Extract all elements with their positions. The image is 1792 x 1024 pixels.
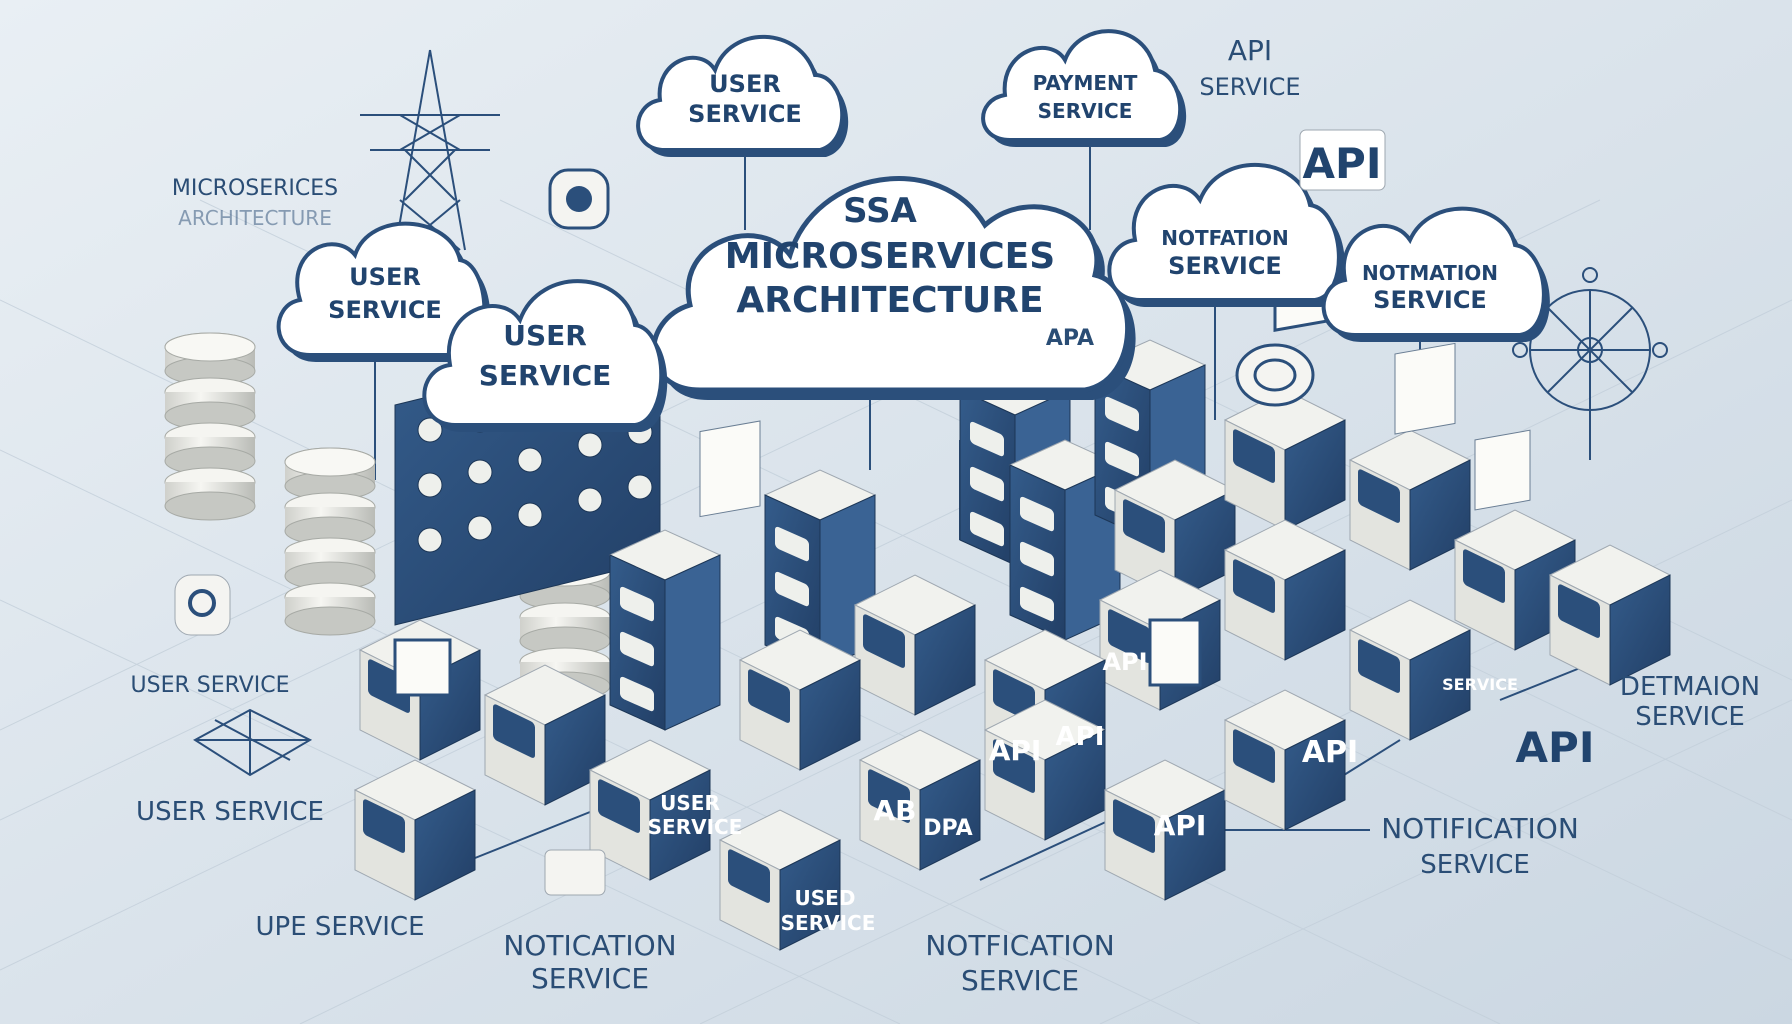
notification-label-a-line2: SERVICE [531, 962, 649, 995]
api-service-label-line1: API [1228, 34, 1272, 67]
box-label-api: API [1056, 722, 1105, 752]
box-label-api: API [1102, 648, 1147, 676]
service-box [1549, 544, 1671, 686]
user-service-label-b: USER SERVICE [136, 797, 324, 827]
microservices-label-line2: ARCHITECTURE [178, 206, 332, 230]
detmaion-label-line2: SERVICE [1635, 702, 1745, 732]
service-box [739, 629, 861, 771]
detmaion-label-line1: DETMAION [1620, 672, 1760, 702]
service-box [354, 759, 476, 901]
box-label-api: API [1154, 809, 1207, 842]
box-label-service: SERVICE [1442, 675, 1518, 694]
lock-icon [548, 168, 610, 230]
user-service-label-a: USER SERVICE [131, 673, 290, 698]
cloud-label-line2: SERVICE [1373, 286, 1487, 314]
cloud-user-service-left: USER SERVICE [276, 221, 491, 362]
server-tower-5 [609, 529, 721, 731]
notification-label-c-line1: NOTIFICATION [1381, 812, 1579, 845]
main-title-line3: ARCHITECTURE [736, 280, 1043, 321]
box-label-used-service-line2: SERVICE [781, 911, 876, 935]
network-node-icon [193, 708, 313, 777]
cloud-label-line1: USER [349, 263, 421, 291]
cloud-label-line2: SERVICE [328, 296, 442, 324]
main-title-line2: MICROSERVICES [725, 236, 1055, 277]
envelope-icon [544, 849, 606, 896]
cloud-label-line1: NOTMATION [1362, 261, 1498, 285]
box-label-ab: AB [873, 794, 916, 827]
cloud-label-line1: USER [503, 319, 587, 352]
main-cloud: SSA MICROSERVICES ARCHITECTURE [651, 176, 1136, 400]
cloud-user-service-top: USER SERVICE [636, 34, 849, 158]
cloud-payment-service: PAYMENT SERVICE [981, 29, 1187, 147]
microservices-label-line1: MICROSERICES [172, 176, 338, 201]
cloud-user-service-middle: USER SERVICE [422, 279, 668, 432]
api-badge: API [1299, 129, 1386, 191]
cloud-notmation-service: NOTMATION SERVICE [1321, 206, 1550, 342]
cloud-notification-service: NOTFATION SERVICE [1107, 163, 1345, 307]
upe-service-label: UPE SERVICE [255, 912, 424, 942]
service-box [1224, 389, 1346, 531]
box-label-api: API [989, 734, 1042, 767]
notification-label-b-line1: NOTFICATION [925, 929, 1114, 962]
network-hub-icon [1512, 267, 1668, 460]
service-box [854, 574, 976, 716]
notification-label-c-line2: SERVICE [1420, 850, 1530, 880]
box-label-user-service-line2: SERVICE [648, 815, 743, 839]
target-icon [1235, 343, 1315, 407]
user-icon [174, 574, 231, 636]
cloud-label-line2: SERVICE [1038, 99, 1133, 123]
cloud-label-line1: PAYMENT [1033, 71, 1138, 95]
box-label-api: API [1302, 735, 1358, 770]
service-box [984, 699, 1106, 841]
cloud-label-line2: SERVICE [688, 100, 802, 128]
cloud-label-line2: SERVICE [1168, 252, 1282, 280]
notification-label-b-line2: SERVICE [961, 964, 1079, 997]
service-box [484, 664, 606, 806]
main-title-line1: SSA [843, 191, 917, 231]
database-stack-left [164, 332, 256, 521]
api-label-right: API [1516, 723, 1595, 772]
api-badge-label: API [1303, 139, 1382, 188]
cloud-label-line2: SERVICE [479, 359, 612, 392]
notification-label-a-line1: NOTICATION [503, 929, 676, 962]
cloud-label-line1: NOTFATION [1161, 226, 1289, 250]
apa-label: APA [1046, 326, 1094, 351]
api-service-label-line2: SERVICE [1199, 73, 1300, 101]
service-box [1349, 429, 1471, 571]
box-label-user-service-line1: USER [660, 791, 720, 815]
service-box [1224, 519, 1346, 661]
box-label-dpa: DPA [923, 816, 972, 841]
cloud-label-line1: USER [709, 70, 781, 98]
database-stack-middle [284, 447, 376, 636]
service-box [1349, 599, 1471, 741]
box-label-used-service-line1: USED [795, 886, 856, 910]
